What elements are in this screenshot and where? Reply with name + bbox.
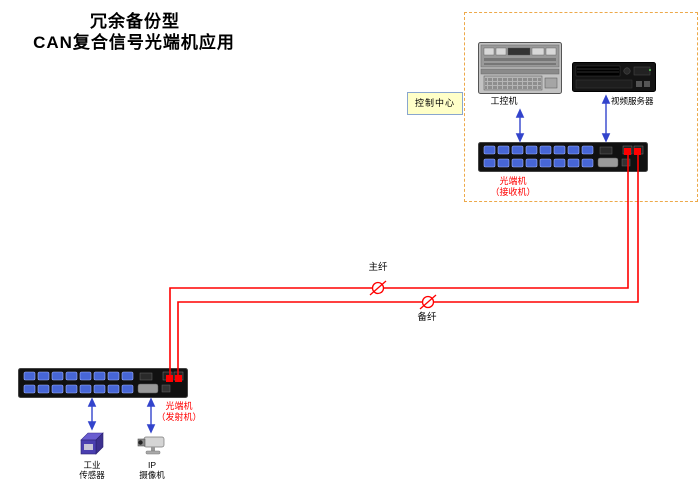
- backup-fiber-label: 备纤: [417, 312, 437, 323]
- optical-receiver-label: 光端机 （接收机）: [490, 176, 536, 197]
- industrial-pc-label: 工控机: [490, 96, 518, 106]
- diagram-title-line1: 冗余备份型: [90, 12, 180, 31]
- fiber-connector-backup-icon: [419, 294, 437, 310]
- video-server-icon: [572, 62, 656, 92]
- optical-transmitter-icon: [18, 368, 188, 398]
- ip-camera-label: IP 摄像机: [139, 460, 165, 480]
- control-center-label: 控制中心: [407, 92, 463, 115]
- ip-camera-icon: [137, 436, 165, 455]
- optical-transmitter-label: 光端机 （发射机）: [156, 401, 202, 422]
- optical-receiver-icon: [478, 142, 648, 172]
- industrial-sensor-icon: [80, 432, 104, 455]
- fiber-connector-main-icon: [369, 280, 387, 296]
- video-server-label: 视频服务器: [611, 96, 654, 106]
- diagram-title-line2: CAN复合信号光端机应用: [33, 33, 235, 52]
- main-fiber-label: 主纤: [368, 262, 388, 273]
- industrial-sensor-label: 工业 传感器: [79, 460, 105, 480]
- industrial-pc-icon: [478, 42, 562, 94]
- control-center-boundary: [464, 12, 698, 202]
